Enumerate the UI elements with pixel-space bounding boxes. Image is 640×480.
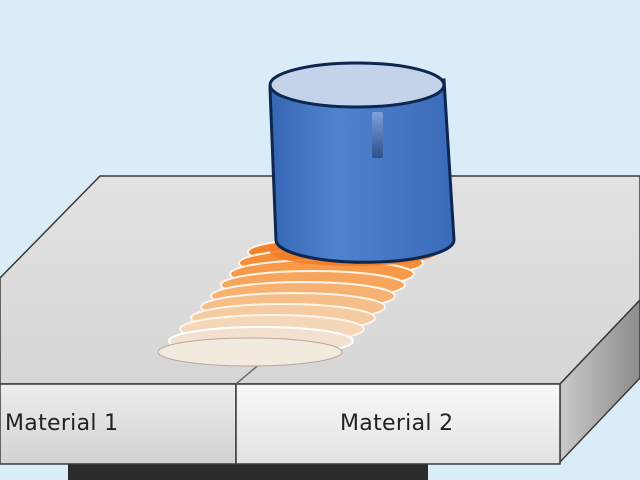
material-1-front-face (0, 383, 237, 465)
tool-top-face (268, 61, 446, 109)
material-2-front-face (235, 383, 561, 465)
tool-slot (372, 112, 383, 158)
tool-body (268, 78, 456, 264)
material-2-label: Material 2 (340, 411, 454, 436)
welding-tool (268, 61, 456, 264)
material-1-label: Material 1 (5, 411, 119, 436)
backing-bar (68, 464, 428, 480)
weld-ripple (157, 337, 343, 367)
